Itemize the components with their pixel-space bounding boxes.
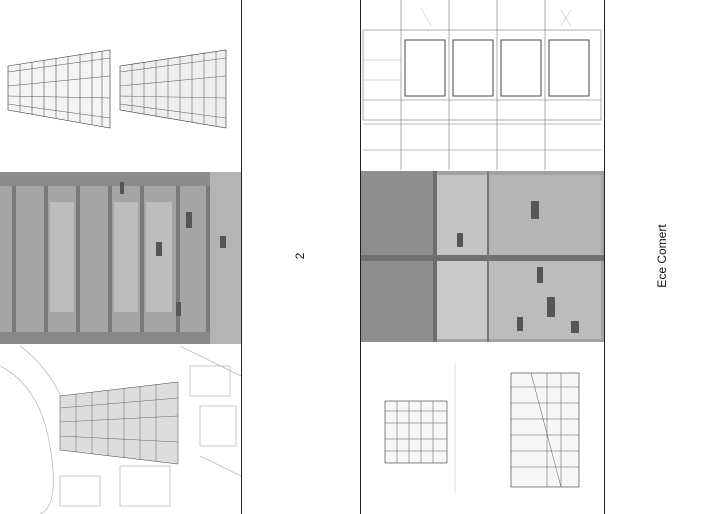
divider-3 <box>604 0 605 514</box>
section-render-panel <box>0 172 241 344</box>
divider-2 <box>360 0 361 514</box>
site-plan-panel <box>0 346 241 514</box>
author-column: Ece Comert <box>605 0 720 514</box>
page-number-column: 2 <box>242 0 360 514</box>
author-name: Ece Comert <box>655 224 669 288</box>
page-number: 2 <box>293 252 307 260</box>
interior-render-panel <box>361 171 604 342</box>
divider-1 <box>241 0 242 514</box>
floor-plans-drawing <box>7 49 227 129</box>
left-column <box>0 0 241 514</box>
unit-plans-drawing <box>384 363 580 493</box>
unit-plans-panel <box>361 343 604 514</box>
section-drawing-panel <box>361 0 604 170</box>
floor-plans-panel <box>0 0 241 170</box>
section-drawing <box>362 0 602 170</box>
site-plan-drawing <box>0 346 241 514</box>
section-render-image <box>0 172 241 344</box>
right-column <box>361 0 604 514</box>
interior-render-image <box>361 171 604 342</box>
